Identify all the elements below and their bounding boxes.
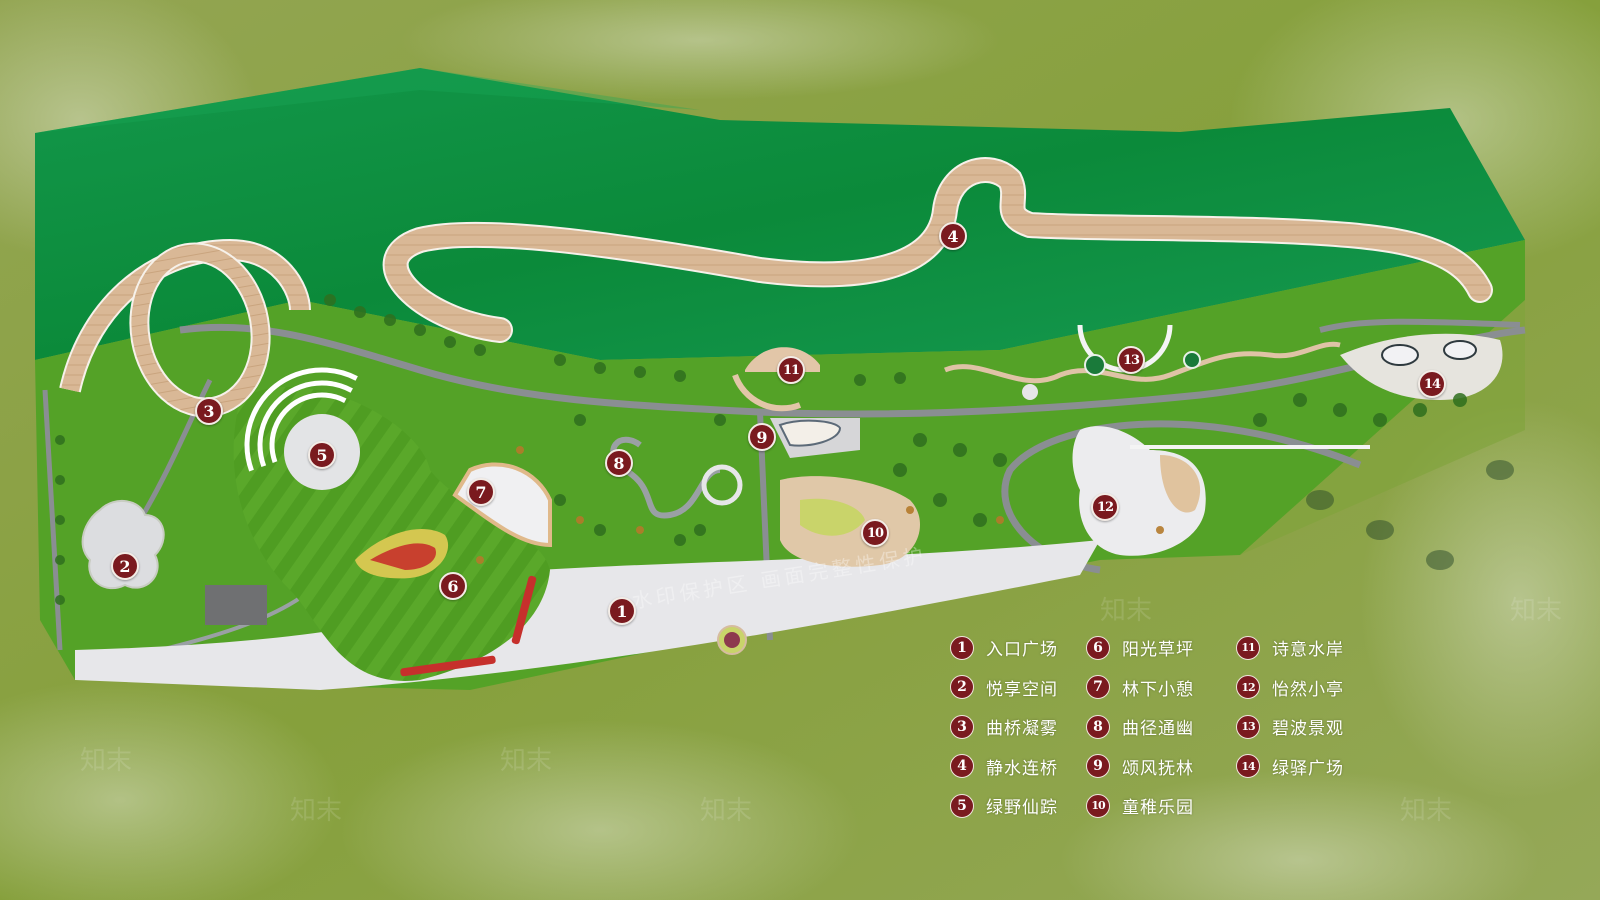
legend-number-badge: 1: [950, 635, 974, 660]
legend-number-badge: 6: [1086, 635, 1110, 660]
legend-label: 碧波景观: [1272, 719, 1344, 740]
entrance-plaza: [75, 540, 1100, 690]
legend-item: 4 静水连桥: [950, 747, 1058, 787]
legend-number-badge: 3: [950, 714, 974, 739]
legend-item: 2 悦享空间: [950, 668, 1058, 708]
play-space: [81, 500, 165, 590]
legend-item: 5 绿野仙踪: [950, 786, 1058, 826]
legend-column-1: 1 入口广场 2 悦享空间 3 曲桥凝雾 4 静水连桥 5 绿野仙踪: [950, 628, 1058, 826]
legend-label: 阳光草坪: [1122, 640, 1194, 661]
map-marker-2[interactable]: 2: [111, 552, 139, 580]
map-marker-14[interactable]: 14: [1418, 370, 1446, 398]
legend-item: 8 曲径通幽: [1086, 707, 1194, 747]
legend-label: 曲径通幽: [1122, 719, 1194, 740]
legend-number-badge: 5: [950, 793, 974, 818]
legend-number-badge: 11: [1236, 635, 1260, 660]
map-marker-8[interactable]: 8: [605, 449, 633, 477]
legend-item: 14 绿驿广场: [1236, 747, 1344, 787]
legend-item: 6 阳光草坪: [1086, 628, 1194, 668]
legend-item: 13 碧波景观: [1236, 707, 1344, 747]
legend-label: 怡然小亭: [1272, 679, 1344, 700]
legend-number-badge: 4: [950, 754, 974, 779]
legend-label: 诗意水岸: [1272, 640, 1344, 661]
map-marker-10[interactable]: 10: [861, 519, 889, 547]
legend-item: 9 颂风抚林: [1086, 747, 1194, 787]
map-marker-1[interactable]: 1: [608, 597, 636, 625]
legend: 1 入口广场 2 悦享空间 3 曲桥凝雾 4 静水连桥 5 绿野仙踪 6 阳光草坪 7 林下小…: [950, 628, 1370, 828]
map-marker-3[interactable]: 3: [195, 397, 223, 425]
legend-item: 3 曲桥凝雾: [950, 707, 1058, 747]
legend-number-badge: 9: [1086, 754, 1110, 779]
legend-label: 绿驿广场: [1272, 758, 1344, 779]
map-marker-5[interactable]: 5: [308, 441, 336, 469]
legend-label: 曲桥凝雾: [986, 719, 1058, 740]
legend-item: 12 怡然小亭: [1236, 668, 1344, 708]
map-marker-13[interactable]: 13: [1117, 346, 1145, 374]
legend-number-badge: 10: [1086, 793, 1110, 818]
map-marker-12[interactable]: 12: [1091, 493, 1119, 521]
legend-item: 10 童稚乐园: [1086, 786, 1194, 826]
legend-label: 静水连桥: [986, 758, 1058, 779]
legend-item: 7 林下小憩: [1086, 668, 1194, 708]
legend-label: 林下小憩: [1122, 679, 1194, 700]
legend-label: 入口广场: [986, 640, 1058, 661]
legend-number-badge: 8: [1086, 714, 1110, 739]
map-marker-11[interactable]: 11: [777, 356, 805, 384]
legend-label: 绿野仙踪: [986, 798, 1058, 819]
legend-number-badge: 2: [950, 675, 974, 700]
legend-label: 悦享空间: [986, 679, 1058, 700]
main-path: [179, 323, 1526, 418]
legend-item: 1 入口广场: [950, 628, 1058, 668]
map-marker-7[interactable]: 7: [467, 478, 495, 506]
legend-column-2: 6 阳光草坪 7 林下小憩 8 曲径通幽 9 颂风抚林 10 童稚乐园: [1086, 628, 1194, 826]
legend-label: 颂风抚林: [1122, 758, 1194, 779]
legend-label: 童稚乐园: [1122, 798, 1194, 819]
map-marker-4[interactable]: 4: [939, 222, 967, 250]
legend-number-badge: 7: [1086, 675, 1110, 700]
legend-number-badge: 13: [1236, 714, 1260, 739]
legend-item: 11 诗意水岸: [1236, 628, 1344, 668]
legend-number-badge: 12: [1236, 675, 1260, 700]
map-marker-9[interactable]: 9: [748, 423, 776, 451]
map-marker-6[interactable]: 6: [439, 572, 467, 600]
legend-column-3: 11 诗意水岸 12 怡然小亭 13 碧波景观 14 绿驿广场: [1236, 628, 1344, 786]
legend-number-badge: 14: [1236, 754, 1260, 779]
